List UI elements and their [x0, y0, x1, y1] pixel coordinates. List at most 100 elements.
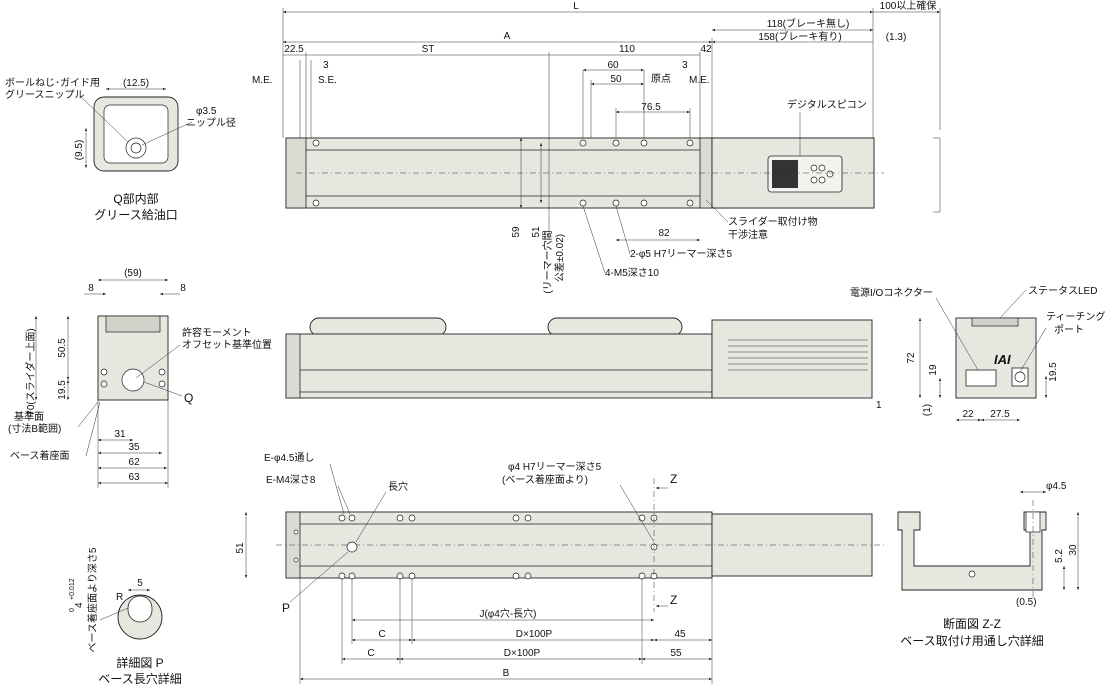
dim-8-right: 8	[180, 283, 186, 294]
label-nipple-1: φ3.5	[196, 106, 217, 117]
slider-cover-left	[309, 317, 447, 337]
label-R: R	[116, 592, 123, 603]
label-reamer-1: φ4 H7リーマー深さ5	[508, 461, 602, 473]
label-se: S.E.	[318, 75, 337, 86]
dim-30-zz: 30	[1068, 544, 1079, 556]
label-Z-bot: Z	[670, 593, 677, 607]
dim-82: 82	[658, 228, 670, 239]
long-hole	[346, 541, 358, 553]
dim-72: 72	[906, 352, 917, 364]
dim-8-left: 8	[88, 283, 94, 294]
label-e-tap: E-M4深さ8	[266, 474, 316, 486]
dim-55: 55	[670, 648, 682, 659]
q-caption-2: グリース給油口	[94, 208, 177, 222]
dim-5-p: 5	[137, 578, 143, 589]
note-slider-2: 干渉注意	[728, 228, 768, 241]
label-P: P	[282, 601, 290, 615]
dim-59: 59	[511, 226, 522, 238]
label-moment-1: 許容モーメント	[182, 326, 252, 339]
zz-caption-1: 断面図 Z-Z	[943, 616, 1001, 631]
label-moment-2: オフセット基準位置	[182, 338, 272, 351]
dim-C1: C	[378, 629, 385, 640]
top-view: L 100以上確保 118(ブレーキ無し) 158(ブレーキ有り) (1.3) …	[252, 0, 941, 294]
note-digital-speed: デジタルスピコン	[787, 98, 867, 111]
p-depth-1: 4	[74, 602, 85, 608]
label-ref-1: 基準面	[14, 410, 44, 423]
dim-DX1: D×100P	[516, 629, 553, 640]
dim-clearance: 100以上確保	[880, 0, 937, 12]
p-depth-tol: +0.012	[69, 578, 76, 600]
dim-70: 70(スライダー上面)	[24, 328, 37, 415]
dim-45: 45	[674, 629, 686, 640]
dim-ST: ST	[422, 44, 435, 55]
power-io-connector	[965, 369, 997, 387]
dim-3-left: 3	[323, 60, 329, 71]
dim-19-5: 19.5	[57, 380, 68, 400]
label-grease-1: ボールねじ･ガイド用	[5, 77, 100, 89]
q-caption-1: Q部内部	[113, 191, 158, 206]
dim-50-5: 50.5	[57, 338, 68, 358]
dim-brake-yes: 158(ブレーキ有り)	[758, 30, 841, 43]
dim-27-5: 27.5	[990, 409, 1010, 420]
dim-A: A	[504, 31, 511, 42]
slider-cover-right	[547, 317, 683, 337]
dim-1-side: 1	[876, 400, 882, 411]
side-body	[285, 333, 713, 399]
dim-5-2-zz: 5.2	[1054, 549, 1065, 563]
dim-62: 62	[128, 457, 140, 468]
label-teach-1: ティーチング	[1046, 310, 1105, 323]
dim-B: B	[503, 668, 510, 679]
dim-50: 50	[610, 74, 622, 85]
side-controller	[711, 319, 873, 399]
label-reamer-pitch: (リーマー穴間	[541, 230, 554, 293]
note-tap-hole: 4-M5深さ10	[605, 267, 659, 279]
dim-22: 22	[962, 409, 974, 420]
iai-logo: IAI	[994, 352, 1011, 367]
section-zz: φ4.5 30 5.2 (0.5) 断面図 Z-Z ベース取付け用通し穴詳細	[897, 481, 1080, 648]
section-profile	[897, 511, 1047, 591]
label-tolerance: 公差±0.02)	[553, 234, 566, 282]
dim-4-5-zz: φ4.5	[1046, 481, 1067, 492]
bottom-view: 51 E-φ4.5通し E-M4深さ8 長穴 φ4 H7リーマー深さ5 (ベース…	[235, 452, 884, 684]
dim-J: J(φ4穴-長穴)	[479, 607, 536, 620]
p-depth-tol0: 0	[69, 608, 76, 612]
label-origin: 原点	[651, 73, 671, 85]
label-Q: Q	[184, 391, 193, 405]
dim-C2: C	[367, 648, 374, 659]
right-end-view: IAI 電源I/Oコネクター ステータスLED ティーチング ポート 72 19…	[850, 285, 1105, 422]
dim-DX2: D×100P	[504, 648, 541, 659]
label-power-io: 電源I/Oコネクター	[850, 286, 933, 299]
dim-51: 51	[531, 226, 542, 238]
p-detail: 5 R 4 +0.012 0 ベース着座面より深さ5 詳細図 P ベース長穴詳細	[69, 547, 182, 686]
label-status-led: ステータスLED	[1028, 285, 1097, 297]
label-ref-2: (寸法B範囲)	[8, 422, 61, 435]
dim-9-5: (9.5)	[74, 140, 85, 161]
dim-1-3: (1.3)	[886, 32, 907, 43]
end-view: (59) 8 8 70(スライダー上面) 50.5 19.5 許容モーメント オ…	[8, 268, 272, 488]
dim-63: 63	[128, 472, 140, 483]
note-reamer-hole: 2-φ5 H7リーマー深さ5	[630, 248, 732, 260]
dim-110: 110	[619, 44, 635, 55]
dim-76-5: 76.5	[641, 102, 661, 113]
zz-caption-2: ベース取付け用通し穴詳細	[900, 633, 1043, 648]
label-long-hole: 長穴	[388, 480, 408, 493]
p-caption-2: ベース長穴詳細	[98, 671, 181, 686]
dim-19: 19	[928, 364, 939, 376]
dim-31: 31	[114, 429, 126, 440]
dim-L: L	[573, 1, 579, 12]
label-me-left: M.E.	[252, 75, 273, 86]
dim-35: 35	[128, 442, 140, 453]
p-depth-2: ベース着座面より深さ5	[86, 547, 99, 652]
dim-22-5: 22.5	[284, 44, 304, 55]
dim-51-bottom: 51	[235, 542, 246, 554]
label-teach-2: ポート	[1054, 324, 1084, 336]
p-caption-1: 詳細図 P	[116, 655, 163, 670]
dim-12-5: (12.5)	[123, 78, 149, 89]
dim-19-5-right: 19.5	[1048, 362, 1059, 382]
label-Z-top: Z	[670, 472, 677, 486]
dim-brake-none: 118(ブレーキ無し)	[767, 17, 850, 30]
label-base-mount: ベース着座面	[10, 449, 70, 462]
side-view: 1	[285, 317, 882, 411]
q-detail: (12.5) (9.5) ボールねじ･ガイド用 グリースニップル φ3.5 ニッ…	[5, 77, 236, 222]
